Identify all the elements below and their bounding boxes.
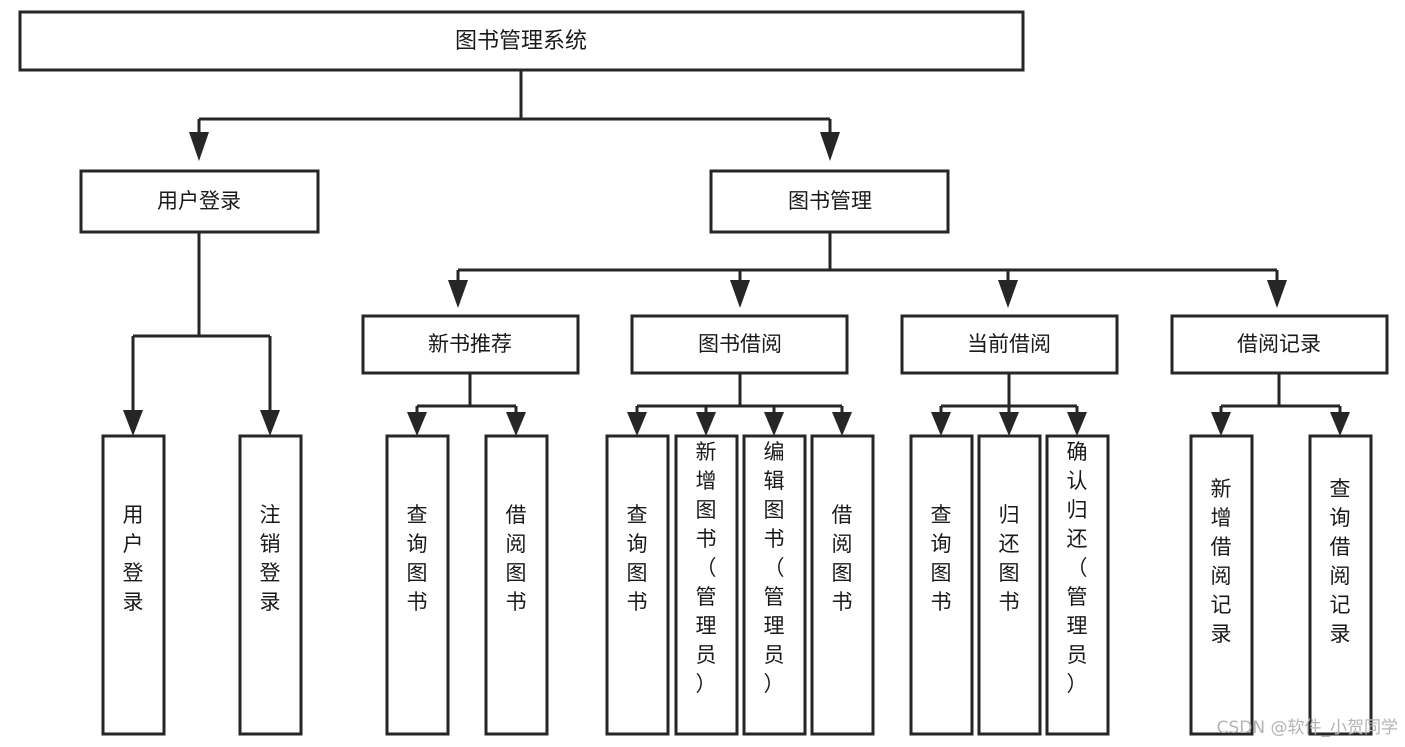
leaf-confirm-return-box[interactable] [1045, 434, 1110, 736]
node-borrow-record-label: 借阅记录 [1237, 332, 1321, 356]
leaf-query-book-2[interactable]: 查询图书 [605, 434, 670, 736]
leaf-query-record[interactable]: 查询借阅记录 [1308, 434, 1373, 736]
arrowhead-leaf-edit-book [764, 412, 784, 436]
leaf-query-book-2-label: 查询图书 [627, 503, 648, 614]
leaf-borrow-book-1-box[interactable] [484, 434, 549, 736]
leaf-query-book-3-box[interactable] [909, 434, 974, 736]
arrowhead-leaf-query-book-3 [931, 412, 951, 436]
arrowhead-leaf-query-record [1330, 412, 1350, 436]
arrowhead-book-manage [820, 132, 840, 161]
connector-group-root [189, 70, 840, 161]
arrowhead-leaf-confirm-return [1067, 412, 1087, 436]
leaf-borrow-book-1-label: 借阅图书 [506, 503, 527, 614]
leaf-confirm-return-label: 确认归还（管理员） [1067, 440, 1088, 696]
node-root-box[interactable] [18, 10, 1025, 72]
node-current-borrow-label: 当前借阅 [967, 332, 1051, 356]
node-user-login-label: 用户登录 [157, 189, 241, 213]
leaf-edit-book-box[interactable] [742, 434, 807, 736]
node-current-borrow-box[interactable] [900, 314, 1119, 375]
leaf-user-logout-label: 注销登录 [260, 503, 281, 614]
leaf-user-logout-box[interactable] [238, 434, 303, 736]
node-current-borrow[interactable]: 当前借阅 [900, 314, 1119, 375]
arrowhead-leaf-borrow-book-2 [832, 412, 852, 436]
leaf-add-record[interactable]: 新增借阅记录 [1189, 434, 1254, 736]
arrowhead-new-book-recommend [448, 280, 468, 308]
leaf-add-book[interactable]: 新增图书（管理员） [674, 434, 739, 736]
leaf-query-book-3[interactable]: 查询图书 [909, 434, 974, 736]
leaf-query-book-1-box[interactable] [385, 434, 450, 736]
connector-group-borrow-record [1211, 373, 1350, 436]
node-new-book-recommend-label: 新书推荐 [428, 332, 512, 356]
leaf-query-book-2-box[interactable] [605, 434, 670, 736]
leaf-user-login-label: 用户登录 [123, 503, 144, 614]
leaf-borrow-book-2-label: 借阅图书 [832, 503, 853, 614]
node-book-borrow-label: 图书借阅 [698, 332, 782, 356]
leaf-return-book[interactable]: 归还图书 [977, 434, 1042, 736]
leaf-add-record-label: 新增借阅记录 [1211, 477, 1232, 646]
node-root-system[interactable]: 图书管理系统 [18, 10, 1025, 72]
node-book-borrow[interactable]: 图书借阅 [630, 314, 849, 375]
node-borrow-record-box[interactable] [1170, 314, 1389, 375]
node-root-label: 图书管理系统 [455, 29, 587, 54]
arrowhead-leaf-borrow-book-1 [506, 412, 526, 436]
leaf-confirm-return[interactable]: 确认归还（管理员） [1045, 434, 1110, 736]
leaf-borrow-book-2[interactable]: 借阅图书 [810, 434, 875, 736]
arrowhead-book-borrow [730, 280, 750, 308]
leaf-query-book-1-label: 查询图书 [407, 503, 428, 614]
arrowhead-leaf-return-book [999, 412, 1019, 436]
connector-group-current-borrow [931, 373, 1087, 436]
arrowhead-leaf-query-book-1 [407, 412, 427, 436]
node-borrow-record[interactable]: 借阅记录 [1170, 314, 1389, 375]
connector-group-book-manage [448, 232, 1287, 308]
leaf-borrow-book-2-box[interactable] [810, 434, 875, 736]
node-new-book-recommend[interactable]: 新书推荐 [361, 314, 580, 375]
node-user-login[interactable]: 用户登录 [79, 169, 320, 234]
leaf-user-login-box[interactable] [101, 434, 166, 736]
leaf-user-login[interactable]: 用户登录 [101, 434, 166, 736]
leaf-return-book-label: 归还图书 [999, 503, 1020, 614]
arrowhead-current-borrow [998, 280, 1018, 308]
arrowhead-leaf-add-record [1211, 412, 1231, 436]
leaf-query-record-label: 查询借阅记录 [1330, 477, 1351, 646]
leaf-add-book-label: 新增图书（管理员） [696, 440, 717, 696]
leaf-edit-book-label: 编辑图书（管理员） [764, 440, 785, 696]
arrowhead-user-login [189, 132, 209, 161]
connector-group-user-login [123, 232, 280, 436]
leaf-return-book-box[interactable] [977, 434, 1042, 736]
leaf-borrow-book-1[interactable]: 借阅图书 [484, 434, 549, 736]
node-new-book-recommend-box[interactable] [361, 314, 580, 375]
arrowhead-leaf-query-book-2 [627, 412, 647, 436]
node-book-manage-box[interactable] [709, 169, 950, 234]
node-book-manage-label: 图书管理 [788, 189, 872, 213]
arrowhead-leaf-add-book [696, 412, 716, 436]
arrowhead-borrow-record [1267, 280, 1287, 308]
arrowhead-leaf-user-login [123, 410, 143, 436]
leaf-add-book-box[interactable] [674, 434, 739, 736]
leaf-add-record-box[interactable] [1189, 434, 1254, 736]
leaf-edit-book[interactable]: 编辑图书（管理员） [742, 434, 807, 736]
node-book-borrow-box[interactable] [630, 314, 849, 375]
arrowhead-leaf-user-logout [260, 410, 280, 436]
connector-group-book-borrow [627, 373, 852, 436]
leaf-query-book-3-label: 查询图书 [931, 503, 952, 614]
leaf-query-record-box[interactable] [1308, 434, 1373, 736]
leaf-query-book-1[interactable]: 查询图书 [385, 434, 450, 736]
csdn-watermark: CSDN @软件_小贺同学 [1217, 718, 1398, 738]
node-book-manage[interactable]: 图书管理 [709, 169, 950, 234]
connector-group-new-book-recommend [407, 373, 526, 436]
node-user-login-box[interactable] [79, 169, 320, 234]
leaf-user-logout[interactable]: 注销登录 [238, 434, 303, 736]
